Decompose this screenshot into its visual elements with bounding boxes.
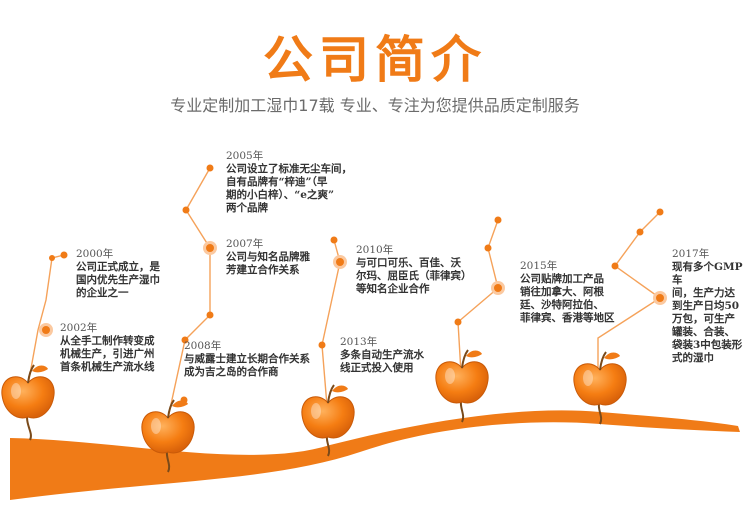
event-year: 2007年 [226, 238, 264, 250]
event-text: 公司与知名品牌雅 芳建立合作关系 [226, 251, 310, 276]
apple-icon [140, 399, 196, 473]
event-text: 现有多个GMP车 间，生产力达 到生产日均50 万包，可生产 罐装、合装、 袋装… [672, 261, 743, 364]
ground-swoosh [10, 410, 740, 500]
event-year: 2013年 [340, 336, 378, 348]
event-2002: 2002年 从全手工制作转变成 机械生产，引进广州 首条机械生产流水线 [60, 322, 155, 374]
event-2013: 2013年 多条自动生产流水 线正式投入使用 [340, 336, 424, 375]
event-text: 公司设立了标准无尘车间， 自有品牌有“梓迪”（早 期的小白梓）、“e之爽” 两个… [226, 163, 352, 214]
page-title: 公司简介 [263, 31, 487, 89]
event-year: 2005年 [226, 150, 264, 162]
apple-icon [0, 364, 56, 441]
event-year: 2017年 [672, 248, 710, 260]
event-text: 与威露士建立长期合作关系 成为吉之岛的合作商 [184, 353, 310, 378]
apple-icon [300, 384, 356, 457]
event-text: 与可口可乐、百佳、沃 尔玛、屈臣氏（菲律宾） 等知名企业合作 [356, 257, 472, 295]
event-year: 2015年 [520, 260, 558, 272]
event-year: 2010年 [356, 244, 394, 256]
apple-icon [434, 349, 490, 423]
event-2005: 2005年 公司设立了标准无尘车间， 自有品牌有“梓迪”（早 期的小白梓）、“e… [226, 150, 352, 215]
apple-icon [572, 351, 628, 425]
timeline-dots [39, 164, 667, 404]
event-2008: 2008年 与威露士建立长期合作关系 成为吉之岛的合作商 [184, 340, 310, 379]
event-year: 2002年 [60, 322, 98, 334]
event-2010: 2010年 与可口可乐、百佳、沃 尔玛、屈臣氏（菲律宾） 等知名企业合作 [356, 244, 472, 296]
event-2015: 2015年 公司贴牌加工产品 销往加拿大、阿根 廷、沙特阿拉伯、 菲律宾、香港等… [520, 260, 615, 325]
event-text: 公司正式成立，是 国内优先生产湿巾 的企业之一 [76, 261, 160, 299]
event-2000: 2000年 公司正式成立，是 国内优先生产湿巾 的企业之一 [76, 248, 160, 300]
event-2017: 2017年 现有多个GMP车 间，生产力达 到生产日均50 万包，可生产 罐装、… [672, 248, 750, 365]
page-subtitle: 专业定制加工湿巾17载 专业、专注为您提供品质定制服务 [170, 96, 580, 115]
event-2007: 2007年 公司与知名品牌雅 芳建立合作关系 [226, 238, 310, 277]
event-year: 2000年 [76, 248, 114, 260]
event-text: 从全手工制作转变成 机械生产，引进广州 首条机械生产流水线 [60, 335, 155, 373]
event-year: 2008年 [184, 340, 222, 352]
event-text: 公司贴牌加工产品 销往加拿大、阿根 廷、沙特阿拉伯、 菲律宾、香港等地区 [520, 273, 615, 324]
event-text: 多条自动生产流水 线正式投入使用 [340, 349, 424, 374]
